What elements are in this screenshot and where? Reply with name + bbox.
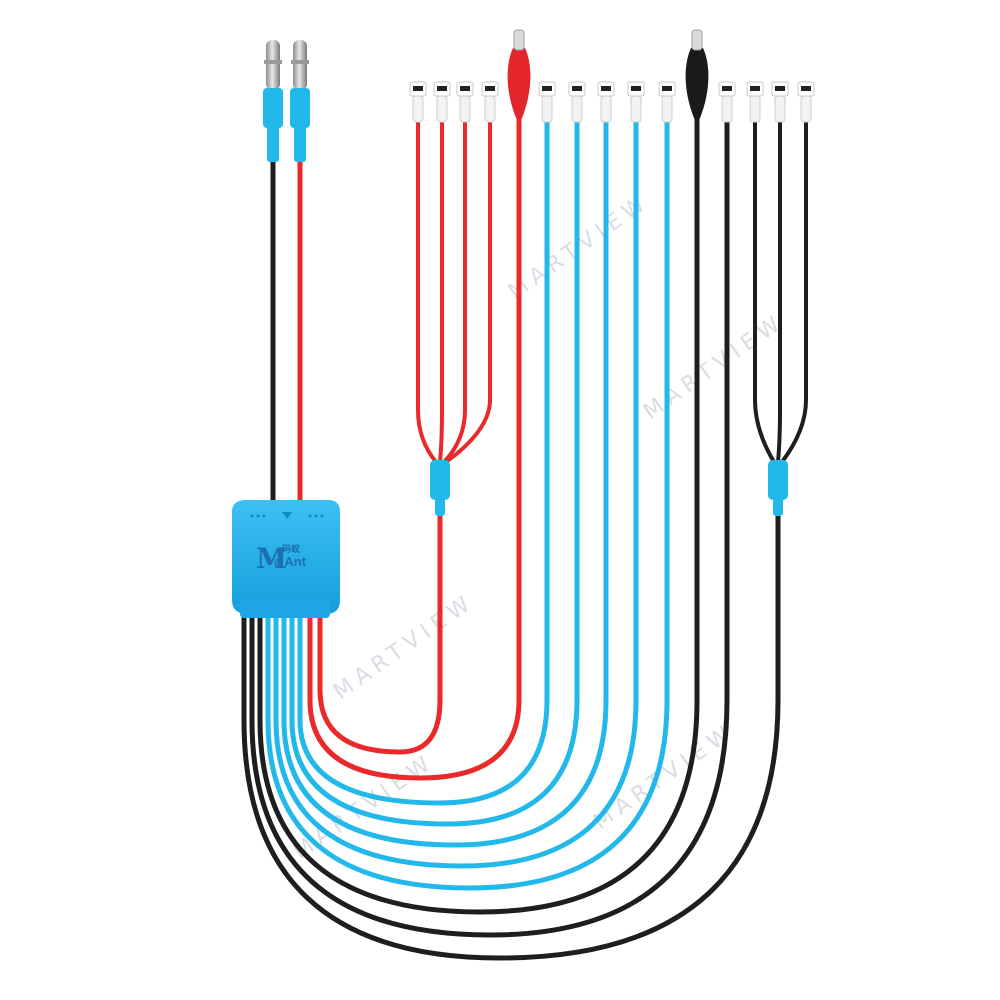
splitter-sleeves — [430, 460, 788, 516]
black-splitter-sleeve-neck — [773, 498, 783, 516]
flex-connector-icon — [718, 81, 736, 123]
black-wire — [241, 512, 781, 961]
clip-body-red — [507, 48, 531, 125]
watermark-text: MARTVIEW — [289, 749, 440, 865]
flex-connector-icon — [433, 81, 451, 123]
junction-hub: M a Ant 码蚁 — [232, 500, 340, 618]
banana-plug-icon — [263, 40, 283, 162]
watermark-text: MARTVIEW — [329, 589, 480, 705]
flex-connector-icon — [597, 81, 615, 123]
clip-tip — [513, 29, 525, 51]
black-wire — [257, 117, 700, 915]
flex-connector-icon — [658, 81, 676, 123]
red-splitter-sleeve-neck — [435, 498, 445, 516]
plug-ring — [291, 60, 309, 64]
hub-body — [232, 500, 340, 614]
black-wire — [776, 116, 782, 464]
watermark-text: MARTVIEW — [639, 309, 790, 425]
red-wire — [444, 116, 492, 464]
red-wire — [416, 116, 438, 464]
hub-vent-dots — [250, 514, 324, 518]
blue-wire — [289, 112, 580, 827]
plug-grip — [267, 126, 279, 162]
plug-grip — [294, 126, 306, 162]
red-branch — [416, 116, 492, 464]
red-wire — [438, 116, 444, 464]
clip-body-black — [685, 48, 709, 125]
clip-tip — [691, 29, 703, 51]
black-wire — [753, 116, 776, 464]
banana-plug-icon — [290, 40, 310, 162]
blue-wire — [281, 112, 609, 848]
alligator-clip-icon — [685, 29, 709, 125]
flex-connector-icon — [456, 81, 474, 123]
flex-connector-icon — [538, 81, 556, 123]
black-splitter-sleeve — [768, 460, 788, 500]
black-branch — [753, 116, 808, 464]
flex-connector-icon — [568, 81, 586, 123]
watermark-layer: MARTVIEW MARTVIEW MARTVIEW MARTVIEW MART… — [289, 189, 790, 865]
plug-sleeve — [263, 88, 283, 128]
plug-pin — [266, 40, 280, 90]
flex-connector-icon — [481, 81, 499, 123]
blue-wire — [265, 112, 670, 891]
flex-connector-icon — [771, 81, 789, 123]
alligator-clip-icon — [507, 29, 531, 125]
flex-connector-icon — [797, 81, 815, 123]
black-wire — [780, 116, 808, 464]
blue-wire — [297, 112, 550, 806]
red-wire — [442, 116, 467, 464]
blue-wire — [273, 112, 639, 869]
flex-connectors — [409, 81, 815, 123]
curved-wires — [241, 112, 781, 961]
flex-connector-icon — [746, 81, 764, 123]
flex-connector-icon — [627, 81, 645, 123]
plug-pin — [293, 40, 307, 90]
input-wires — [270, 157, 303, 505]
black-wire — [249, 112, 730, 938]
red-wire — [317, 512, 443, 755]
red-splitter-sleeve — [430, 460, 450, 500]
plug-sleeve — [290, 88, 310, 128]
red-wire — [307, 117, 522, 781]
brand-logo: M — [256, 542, 287, 575]
brand-name: a Ant — [274, 554, 307, 569]
flex-connector-icon — [409, 81, 427, 123]
hub-arrow-icon — [282, 512, 292, 519]
hub-cable-exit — [240, 600, 330, 618]
plug-ring — [264, 60, 282, 64]
brand-tag: 码蚁 — [282, 543, 301, 554]
